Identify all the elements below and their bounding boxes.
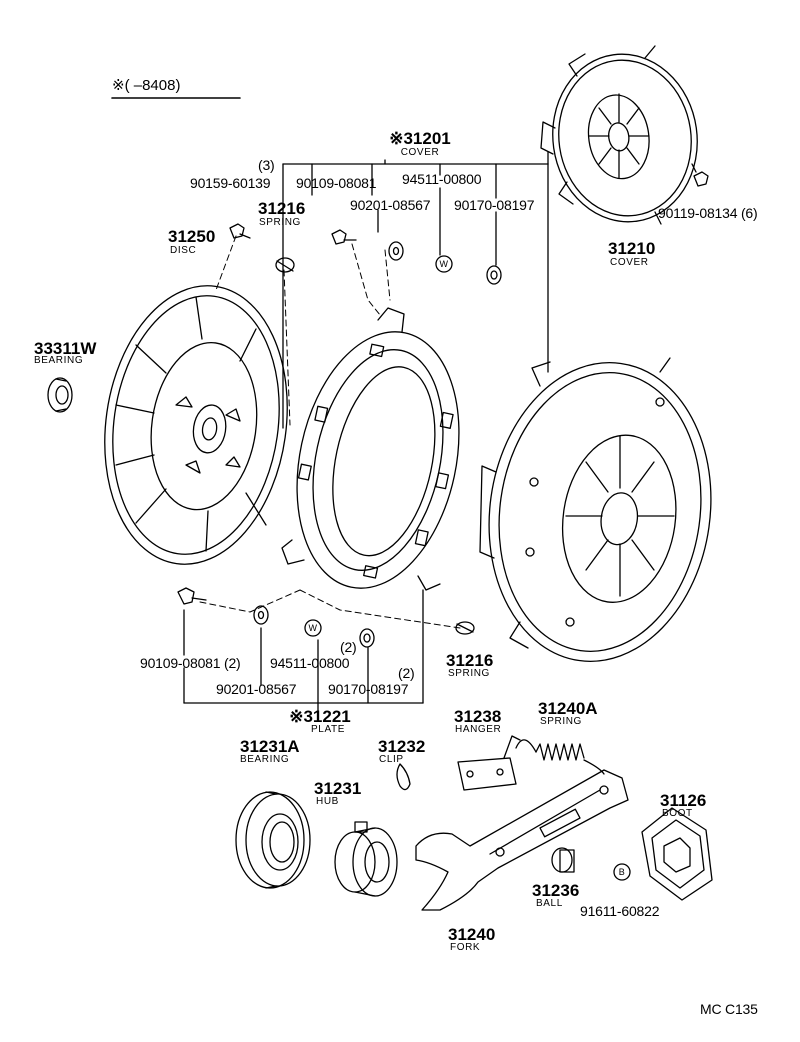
disc-31250: [104, 285, 288, 565]
part-number-90159: 90159-60139: [190, 175, 271, 191]
part-name-31221: PLATE: [311, 724, 345, 735]
w-mark-bottom-text: W: [308, 623, 318, 633]
part-name-31236: BALL: [536, 898, 563, 909]
fork-spring-31240a: [515, 739, 605, 775]
qty-label-3: (3): [258, 157, 275, 173]
part-number-31210: 31210: [608, 239, 656, 258]
part-number-31231a: 31231A: [240, 737, 300, 756]
diagram-code: MC C135: [700, 1001, 758, 1017]
part-name-31126: BOOT: [662, 808, 693, 819]
part-number-31221: ※31221: [289, 707, 351, 726]
bolt-90109-top: [331, 229, 357, 245]
part-number-31240a: 31240A: [538, 699, 598, 718]
ball-31236: [551, 847, 575, 873]
part-number-31216-bottom: 31216: [446, 651, 494, 670]
part-name-31232: CLIP: [379, 754, 404, 765]
part-name-31231a: BEARING: [240, 754, 290, 765]
part-name-31231: HUB: [316, 796, 339, 807]
header-note: ※( –8408): [112, 77, 181, 94]
washer-90201-top: [388, 241, 404, 261]
hanger-31238: [457, 735, 521, 791]
part-number-90201-top: 90201-08567: [350, 197, 431, 213]
spring-31216-bottom: [455, 621, 475, 635]
part-name-31210: COVER: [610, 257, 649, 268]
washer-90201-bottom: [253, 605, 269, 625]
part-number-31231: 31231: [314, 779, 362, 798]
spring-31216-top: [275, 257, 295, 273]
bracket-plate: [183, 589, 424, 713]
dashed-leaders: [199, 235, 461, 629]
cover-31210: [540, 45, 698, 225]
part-number-31201: ※31201: [389, 129, 451, 148]
part-name-31216-bottom: SPRING: [448, 668, 490, 679]
part-number-90201-bottom: 90201-08567: [216, 681, 297, 697]
release-bearing-31231a: [235, 791, 311, 889]
part-name-31216-top: SPRING: [259, 217, 301, 228]
part-number-90109-bottom: 90109-08081 (2): [140, 655, 241, 671]
part-number-94511-bottom: 94511-00800: [270, 655, 350, 671]
w-mark-top-text: W: [439, 259, 449, 269]
clip-31232: [396, 763, 411, 791]
part-name-31238: HANGER: [455, 724, 502, 735]
cover-assy-31201: [479, 357, 712, 662]
part-name-31240: FORK: [450, 942, 481, 953]
part-number-90170-bottom: 90170-08197: [328, 681, 409, 697]
part-number-31216-top: 31216: [258, 199, 306, 218]
bolt-90119: [691, 163, 709, 187]
part-number-31238: 31238: [454, 707, 502, 726]
bolt-90159: [229, 223, 251, 239]
part-number-90109-top: 90109-08081: [296, 175, 377, 191]
b-mark: [613, 863, 631, 881]
part-name-31201: COVER: [400, 147, 440, 158]
part-number-31250: 31250: [168, 227, 216, 246]
part-name-33311w: BEARING: [34, 355, 84, 366]
b-mark-text: B: [618, 867, 626, 877]
nut-90170-bottom: [359, 628, 375, 648]
plate-31221: [281, 307, 460, 591]
qty-label-2a: (2): [340, 639, 357, 655]
part-number-90170-top: 90170-08197: [454, 197, 535, 213]
part-number-90119: 90119-08134 (6): [658, 205, 758, 221]
part-number-31126: 31126: [660, 791, 707, 810]
part-number-31232: 31232: [378, 737, 426, 756]
part-name-31250: DISC: [170, 245, 197, 256]
part-number-31236: 31236: [532, 881, 580, 900]
boot-31126: [641, 807, 713, 901]
bolt-90109-bottom: [177, 587, 207, 605]
pilot-bearing-33311w: [47, 377, 73, 413]
fork-31240: [415, 769, 629, 911]
w-mark-top: [435, 255, 453, 273]
bracket-cover-assy: [282, 151, 549, 429]
hub-31231: [334, 821, 398, 897]
nut-90170-top: [486, 265, 502, 285]
part-name-31240a: SPRING: [540, 716, 582, 727]
part-number-91611: 91611-60822: [580, 903, 660, 919]
part-number-31240: 31240: [448, 925, 496, 944]
w-mark-bottom: [304, 619, 322, 637]
qty-label-2b: (2): [398, 665, 415, 681]
part-number-94511-top: 94511-00800: [402, 171, 482, 187]
part-number-33311w: 33311W: [34, 339, 97, 358]
